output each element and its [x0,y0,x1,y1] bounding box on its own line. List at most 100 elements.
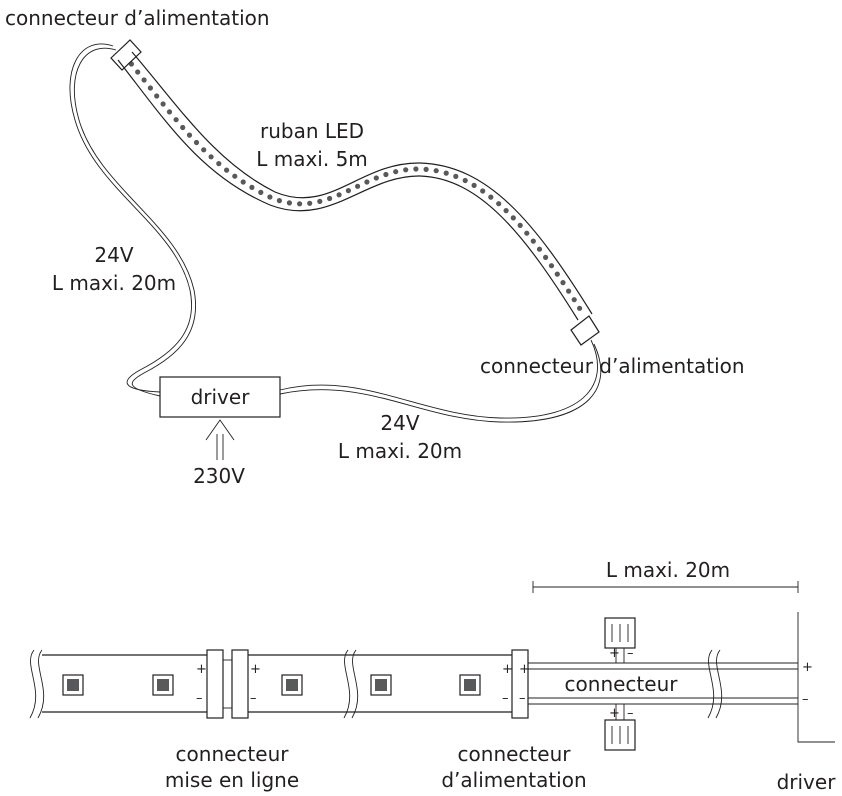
led-dot [355,183,361,189]
led-dot [232,173,238,179]
bottom-cable-voltage: 24V [380,411,419,435]
svg-text:–: – [627,646,634,661]
led-dot [524,230,530,236]
led-dots [128,61,583,311]
led-dot [336,192,342,198]
power-cables [528,649,798,719]
svg-text:+: + [609,706,620,721]
led-dot [488,194,494,200]
led-dot [423,166,429,172]
left-cable-voltage: 24V [94,243,133,267]
svg-text:–: – [196,691,203,706]
led-dot [566,288,572,294]
svg-text:+: + [196,662,207,677]
led-dot [554,271,560,277]
inline-connector-sublabel: mise en ligne [165,768,299,792]
led-dot [345,188,351,194]
led-dot [543,254,549,260]
left-cable-length: L maxi. 20m [52,271,176,295]
led-dot [403,167,409,173]
led-dot [141,77,147,83]
splitter-label: connecteur [565,672,679,696]
top-left-connector [110,39,142,71]
led-dot [536,246,543,252]
led-dot [443,170,449,176]
led-dot [393,169,399,175]
led-dot [180,124,186,131]
led-dot [201,147,207,153]
led-dot [517,222,523,228]
splitter-connector: + – + – [604,617,636,751]
led-dot [560,280,566,286]
led-dot [267,194,273,200]
svg-text:+: + [519,662,530,677]
led-dot [249,184,255,190]
svg-text:–: – [250,691,257,706]
right-connector-label: connecteur d’alimentation [480,354,745,378]
led-dot [571,297,577,303]
power-connector: + – + – [502,649,530,719]
led-dot [413,166,419,172]
led-dot [216,161,222,167]
svg-text:+: + [502,662,513,677]
svg-text:+: + [609,646,620,661]
led-dot [462,177,468,184]
led-dot [327,195,333,202]
led-dot [373,175,379,181]
led-dot [276,198,282,204]
led-dot [530,238,536,244]
led-strip [117,51,593,321]
led-dot [160,101,166,107]
svg-text:+: + [802,660,813,675]
led-dot [480,188,486,194]
strip-segment-2 [248,649,512,719]
led-dot [496,201,502,207]
inline-connector-label: connecteur [176,742,290,766]
top-left-connector-label: connecteur d’alimentation [5,6,270,30]
led-dot [193,139,200,146]
strip-segment-1 [29,649,207,719]
led-dot [510,215,516,221]
led-dot [224,167,230,173]
led-dot [453,173,459,179]
driver-label: driver [191,385,251,409]
left-cable [69,43,196,397]
svg-text:–: – [627,706,634,721]
right-connector [570,315,600,346]
led-dot [503,208,509,214]
led-dot [364,179,370,185]
led-dot [208,154,214,160]
led-dot [433,168,439,174]
strip-label: ruban LED [260,119,364,143]
length-dimension [532,581,799,593]
svg-text:–: – [802,692,809,707]
driver-box: driver [159,376,281,418]
led-dot [471,182,477,188]
svg-text:–: – [502,691,509,706]
led-dot [577,305,583,311]
driver-terminal: + – [797,612,835,743]
svg-text:+: + [250,662,261,677]
led-dot [548,263,555,269]
bottom-cable-length: L maxi. 20m [338,439,462,463]
led-dot [383,171,389,178]
led-dot [258,189,264,195]
led-dot [147,85,153,91]
led-dot [173,117,179,123]
inline-connector: + – + – [196,649,261,719]
mains-input-arrow [205,419,235,460]
bottom-cable [279,339,602,423]
led-dot [297,201,303,207]
led-dot [286,200,292,206]
power-connector-sublabel: d’alimentation [441,768,586,792]
strip-length-label: L maxi. 5m [256,147,368,171]
led-dot [240,179,246,185]
led-dot [186,132,193,138]
led-dot [317,198,323,204]
led-dot [166,109,173,115]
mains-voltage-label: 230V [193,464,245,488]
svg-text:–: – [519,691,526,706]
power-connector-label: connecteur [458,742,572,766]
led-dot [135,69,141,75]
